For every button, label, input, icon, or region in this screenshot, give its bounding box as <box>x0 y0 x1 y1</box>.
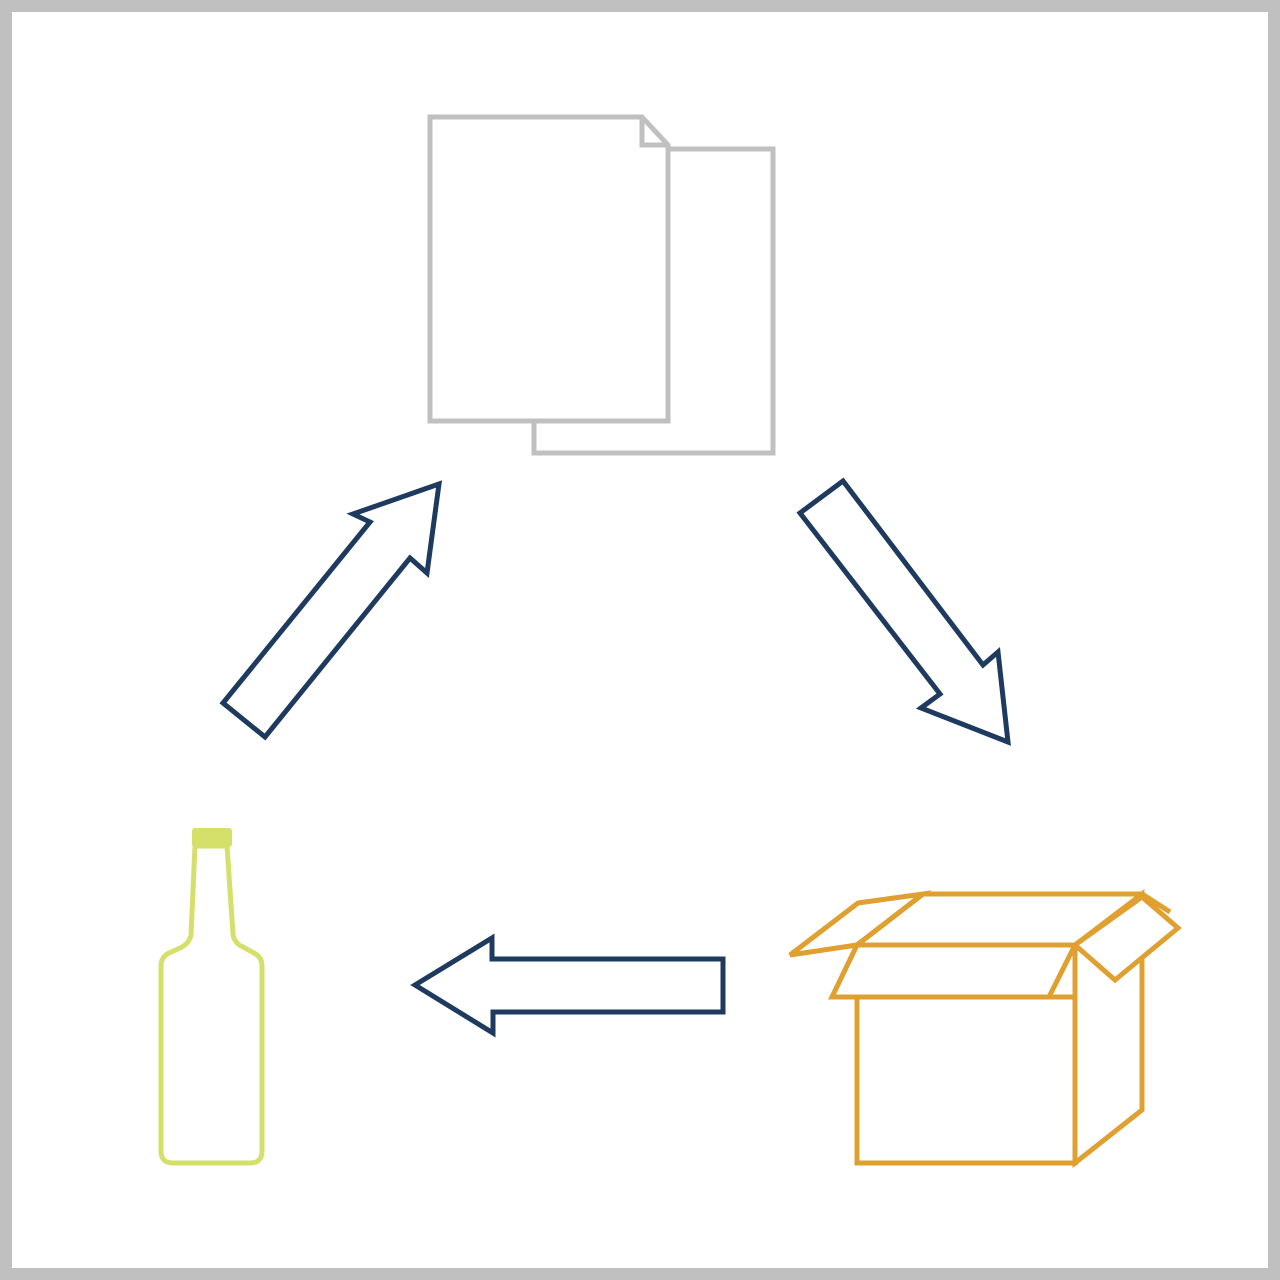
documents-icon <box>427 114 776 456</box>
bottle-body <box>158 843 265 1166</box>
box-front-face <box>854 994 1078 1166</box>
box-front-flap <box>828 942 1080 1000</box>
arrow-left-icon <box>410 933 726 1038</box>
folded-corner <box>639 117 668 148</box>
back-sheet <box>531 146 776 456</box>
box-back-edge <box>855 891 1172 947</box>
arrow-down-right-icon <box>796 477 1011 746</box>
arrow-up-right-icon <box>219 480 443 741</box>
bottle-icon <box>158 828 265 1166</box>
open-box-icon <box>788 888 1182 1169</box>
bottle-cap <box>192 828 232 847</box>
front-sheet <box>427 114 671 424</box>
box-right-flap <box>1070 893 1182 984</box>
arrows <box>219 477 1011 1038</box>
